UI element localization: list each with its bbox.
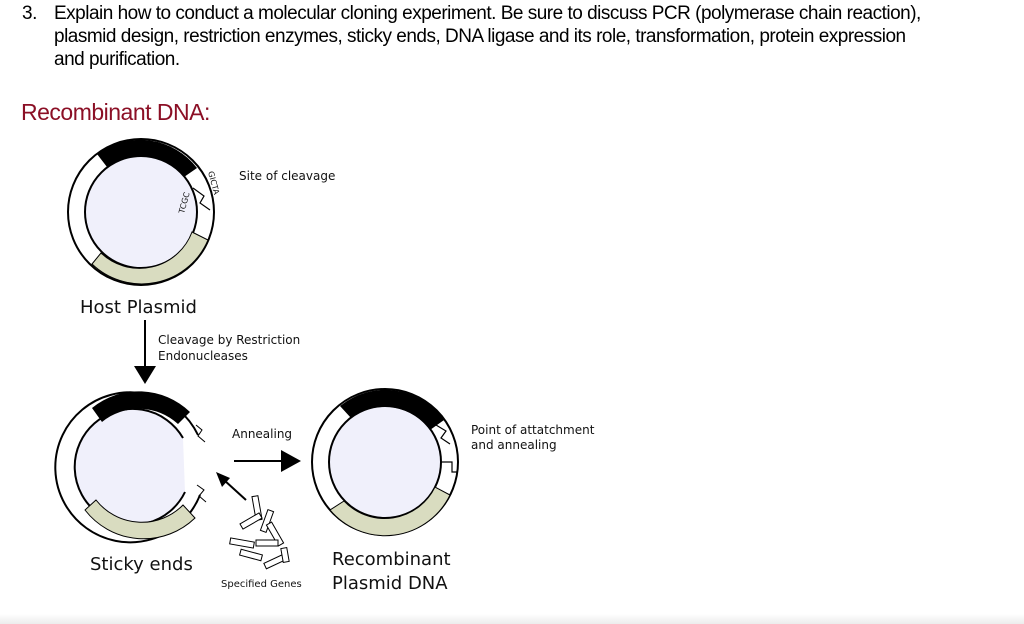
host-plasmid: TCGC GICTA xyxy=(67,138,221,286)
section-heading: Recombinant DNA: xyxy=(21,99,210,125)
annealing-label: Annealing xyxy=(232,427,292,441)
site-of-cleavage-label: Site of cleavage xyxy=(239,169,335,183)
question-line: plasmid design, restriction enzymes, sti… xyxy=(54,26,906,47)
gene-fragments xyxy=(229,495,290,570)
question-line: and purification. xyxy=(54,49,180,70)
sticky-ends-label: Sticky ends xyxy=(90,554,193,575)
question-line: Explain how to conduct a molecular cloni… xyxy=(54,3,921,24)
specified-genes-label: Specified Genes xyxy=(221,579,302,590)
point-of-attachment-line1: Point of attatchment xyxy=(471,423,595,437)
recombinant-label-line1: Recombinant xyxy=(332,549,451,570)
genes-arrow-head xyxy=(216,472,230,487)
recombinant-plasmid xyxy=(311,388,459,537)
question-text: 3. Explain how to conduct a molecular cl… xyxy=(22,2,1012,71)
point-of-attachment-line2: and annealing xyxy=(471,438,557,452)
cleavage-label-line1: Cleavage by Restriction xyxy=(158,333,300,347)
genes-arrow xyxy=(223,479,247,501)
cleavage-label-line2: Endonucleases xyxy=(158,349,248,363)
sticky-ends-plasmid xyxy=(54,391,207,544)
host-plasmid-label: Host Plasmid xyxy=(80,297,197,318)
down-arrow-head xyxy=(134,366,156,384)
question-number: 3. xyxy=(22,3,37,24)
annealing-arrow-head xyxy=(281,450,301,472)
recombinant-label-line2: Plasmid DNA xyxy=(332,573,448,594)
page-bottom-shade xyxy=(0,614,1024,624)
